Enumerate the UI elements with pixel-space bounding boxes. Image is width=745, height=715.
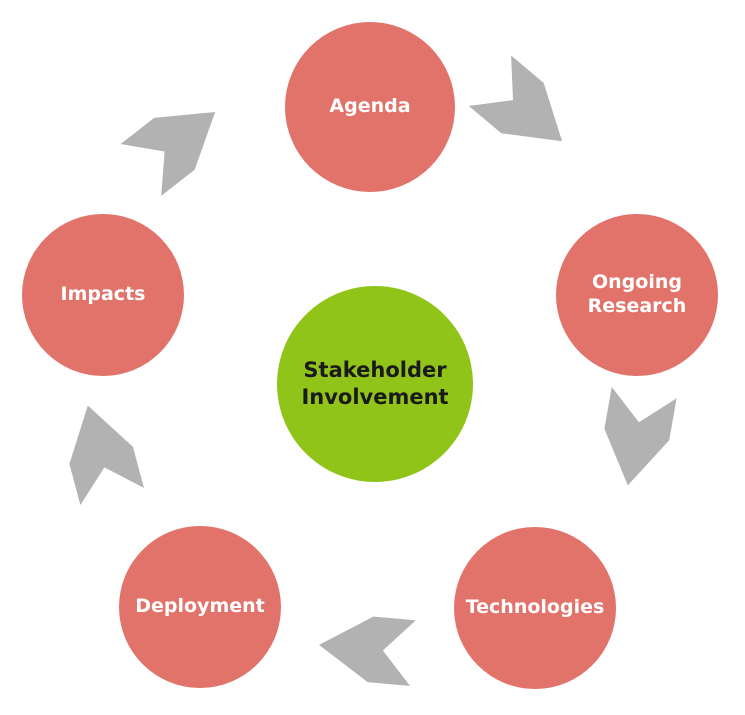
node-stakeholder-involvement: Stakeholder Involvement bbox=[277, 286, 473, 482]
node-ongoing-research: Ongoing Research bbox=[556, 214, 718, 376]
node-agenda-label: Agenda bbox=[329, 95, 411, 118]
node-impacts: Impacts bbox=[22, 214, 184, 376]
node-technologies-label: Technologies bbox=[465, 596, 605, 619]
arrow-deployment-to-impacts-icon bbox=[56, 396, 145, 506]
node-technologies: Technologies bbox=[454, 527, 616, 689]
arrow-technologies-to-deployment-icon bbox=[315, 612, 416, 686]
center-label-line2: Involvement bbox=[301, 385, 449, 409]
arrow-impacts-to-agenda-icon bbox=[120, 85, 236, 197]
node-deployment-label: Deployment bbox=[135, 595, 265, 618]
arrow-shape bbox=[69, 405, 145, 506]
node-ongoing-research-label: Ongoing Research bbox=[587, 271, 687, 317]
arrow-shape bbox=[319, 616, 416, 686]
arrow-shape bbox=[604, 386, 677, 486]
arrow-shape bbox=[120, 111, 216, 197]
node-deployment: Deployment bbox=[119, 526, 281, 688]
node-impacts-label: Impacts bbox=[60, 283, 146, 306]
arrow-agenda-to-ongoing-research-icon bbox=[468, 55, 584, 167]
node-agenda: Agenda bbox=[285, 22, 455, 192]
arrow-shape bbox=[468, 55, 563, 142]
center-label-line1: Stakeholder bbox=[303, 357, 447, 382]
arrow-ongoing-research-to-technologies-icon bbox=[595, 386, 677, 492]
